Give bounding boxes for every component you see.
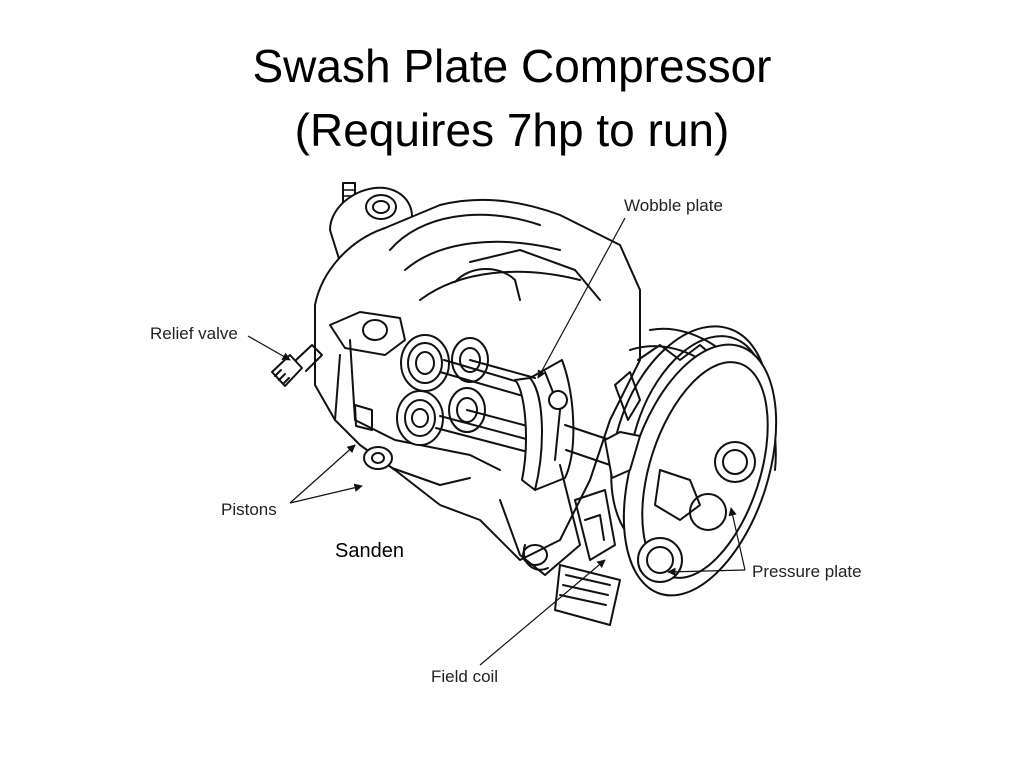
- callout-leaders: [247, 217, 746, 666]
- slide-title: Swash Plate Compressor (Requires 7hp to …: [0, 34, 1024, 162]
- title-line-1: Swash Plate Compressor: [252, 40, 772, 92]
- leader-pistons-2: [289, 483, 363, 504]
- label-wobble-plate: Wobble plate: [624, 196, 723, 215]
- caption-sanden: Sanden: [335, 540, 404, 562]
- leader-pressure-plate-1: [728, 507, 746, 571]
- leader-relief-valve: [247, 335, 291, 361]
- leader-field-coil: [479, 559, 606, 666]
- leader-wobble-plate: [537, 217, 626, 379]
- label-field-coil: Field coil: [431, 667, 499, 686]
- label-relief-valve: Relief valve: [150, 324, 238, 343]
- label-pressure-plate: Pressure plate: [752, 562, 862, 581]
- leader-pressure-plate-2: [667, 567, 746, 577]
- label-pistons: Pistons: [221, 500, 277, 519]
- leader-pistons-1: [289, 444, 356, 504]
- compressor-body: [271, 182, 778, 626]
- title-line-2: (Requires 7hp to run): [294, 104, 730, 156]
